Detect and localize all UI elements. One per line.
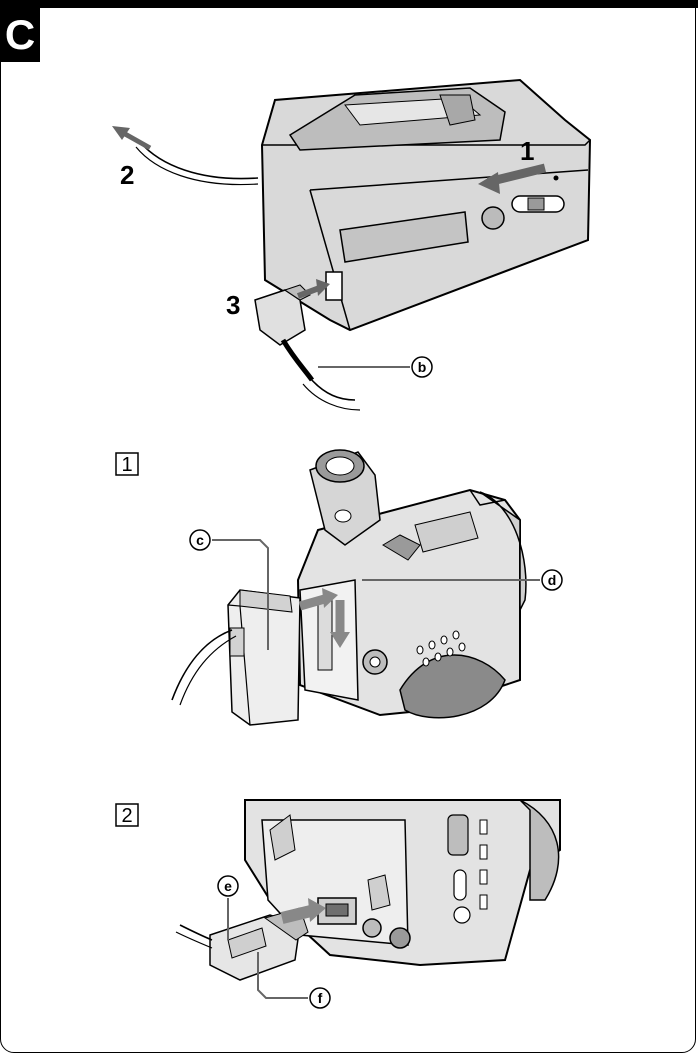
callout-f-label: f bbox=[318, 990, 323, 1006]
figure-1 bbox=[115, 449, 563, 726]
callout-d bbox=[541, 569, 563, 591]
callout-b bbox=[411, 356, 433, 378]
figure-2-number: 2 bbox=[121, 805, 132, 827]
section-letter-tab: C bbox=[0, 8, 40, 62]
step-2-label: 2 bbox=[120, 160, 134, 190]
step-1-label: 1 bbox=[520, 136, 534, 166]
connecting-plate-illustration bbox=[171, 589, 301, 726]
callout-f bbox=[309, 987, 331, 1009]
step-3-label: 3 bbox=[226, 290, 240, 320]
callout-c bbox=[189, 529, 211, 551]
dc-plug-illustration bbox=[254, 284, 361, 411]
figure-1-number: 1 bbox=[121, 454, 132, 476]
callout-b-label: b bbox=[418, 359, 427, 375]
callout-c-label: c bbox=[196, 532, 204, 548]
callout-e-label: e bbox=[224, 878, 232, 894]
callout-d-label: d bbox=[548, 572, 557, 588]
figure-1-box bbox=[115, 452, 139, 476]
charger-figure bbox=[112, 78, 592, 411]
figure-2 bbox=[115, 799, 561, 1009]
figure-2-box bbox=[115, 803, 139, 827]
top-rule bbox=[0, 0, 698, 8]
camcorder-illustration bbox=[296, 449, 527, 719]
mains-cord bbox=[139, 141, 259, 180]
charger-illustration bbox=[260, 78, 592, 332]
callout-e bbox=[217, 875, 239, 897]
